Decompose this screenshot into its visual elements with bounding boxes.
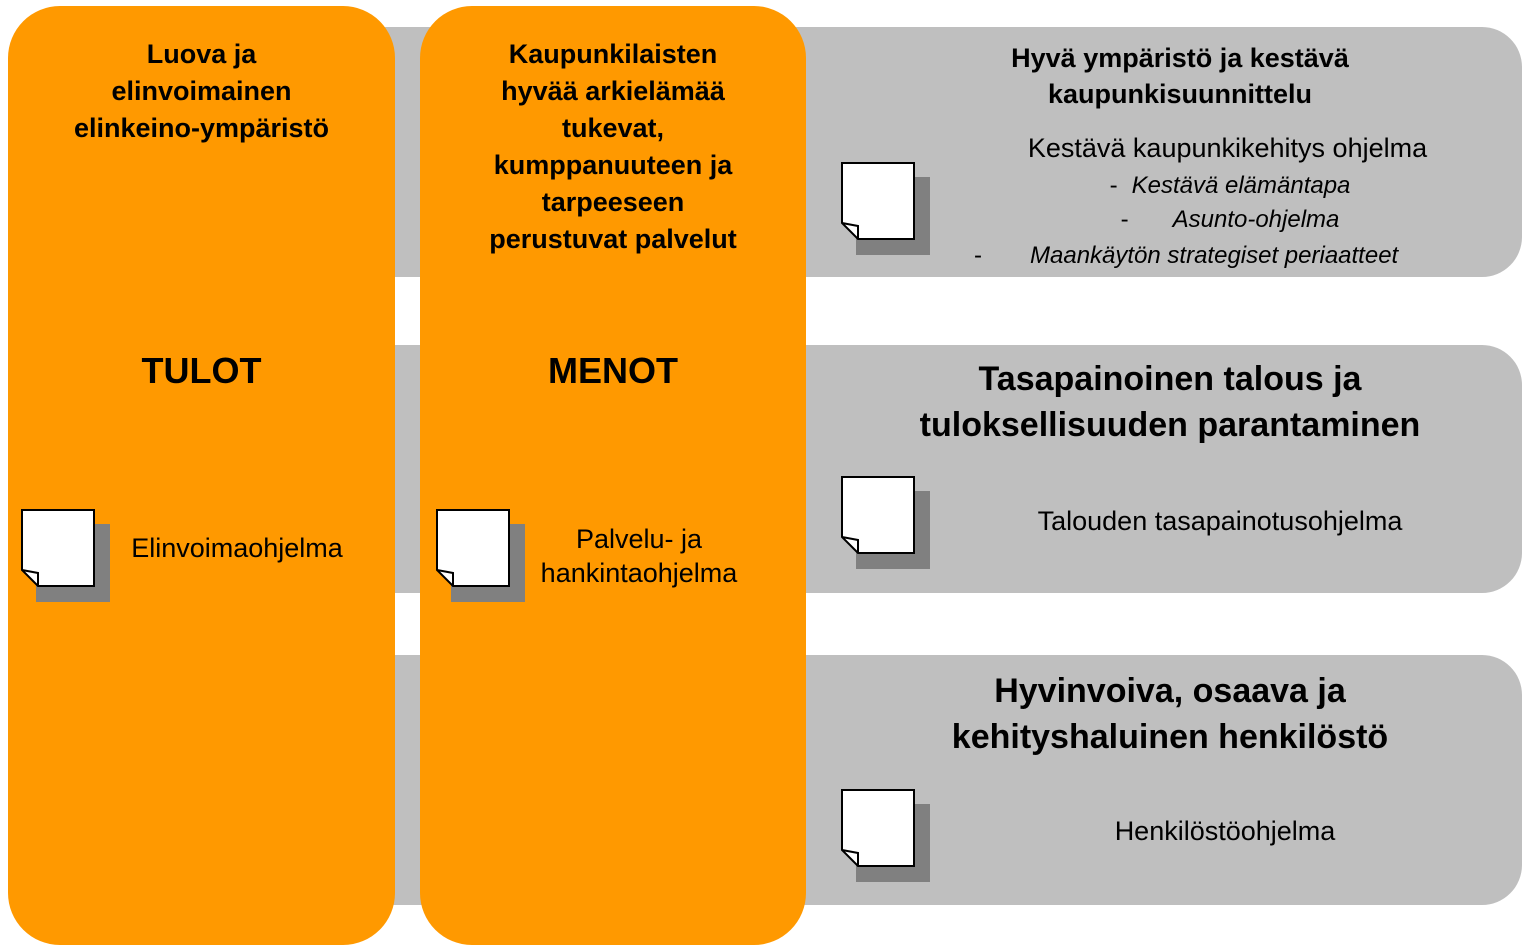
band-1-title-line-2: kaupunkisuunnittelu	[1047, 79, 1312, 109]
document-icon	[436, 509, 525, 602]
band-1-title-line-1: Hyvä ympäristö ja kestävä	[1011, 43, 1349, 73]
document-icon	[841, 162, 930, 255]
document-icon	[21, 509, 110, 602]
document-icon	[841, 476, 930, 569]
sub-bullet-2: -	[1120, 206, 1129, 233]
sub-bullet-3: -	[974, 242, 982, 269]
sub-bullet-1: -	[1109, 172, 1118, 199]
column-2-title-line-3: tukevat,	[561, 113, 665, 143]
band-2-title-line-1: Tasapainoinen talous ja	[978, 360, 1362, 398]
talouden-tasapainotusohjelma-label: Talouden tasapainotusohjelma	[1037, 506, 1403, 536]
band-3-title-line-1: Hyvinvoiva, osaava ja	[994, 672, 1346, 710]
menot-label: MENOT	[548, 350, 678, 391]
band-3-title: Hyvinvoiva, osaava ja kehityshaluinen he…	[860, 668, 1480, 760]
band-3-title-line-2: kehityshaluinen henkilöstö	[951, 718, 1389, 756]
column-1-title-line-1: Luova ja	[146, 39, 257, 69]
elinvoimaohjelma-label: Elinvoimaohjelma	[131, 533, 343, 563]
sub-item-2-text: Asunto-ohjelma	[1172, 206, 1340, 233]
column-1-title-line-3: elinkeino-ympäristö	[73, 113, 330, 143]
column-1-title-line-2: elinvoimainen	[111, 76, 292, 106]
column-menot	[420, 6, 806, 945]
column-2-title-line-4: kumppanuuteen ja	[493, 150, 733, 180]
column-1-title: Luova ja elinvoimainen elinkeino-ympäris…	[8, 36, 395, 147]
sub-item-1-text: Kestävä elämäntapa	[1131, 172, 1351, 199]
column-2-title: Kaupunkilaisten hyvää arkielämää tukevat…	[420, 36, 806, 258]
program-line-2: hankintaohjelma	[540, 558, 738, 588]
band-2-title: Tasapainoinen talous ja tuloksellisuuden…	[860, 356, 1480, 448]
band-2-title-line-2: tuloksellisuuden parantaminen	[919, 406, 1421, 444]
sub-item-3: - Maankäytön strategiset periaatteet	[960, 242, 1495, 270]
program-line-1: Palvelu- ja	[575, 524, 703, 554]
henkilostoohjelma-label: Henkilöstöohjelma	[1114, 816, 1336, 846]
kestava-kaupunkikehitys-label: Kestävä kaupunkikehitys ohjelma	[1027, 133, 1428, 163]
document-icon	[841, 789, 930, 882]
column-tulot	[8, 6, 395, 945]
sub-item-3-text: Maankäytön strategiset periaatteet	[1030, 242, 1399, 269]
band-1-title: Hyvä ympäristö ja kestävä kaupunkisuunni…	[900, 40, 1460, 112]
column-2-title-line-6: perustuvat palvelut	[489, 224, 737, 254]
palvelu-hankintaohjelma-label: Palvelu- ja hankintaohjelma	[514, 522, 764, 590]
sub-item-1: -Kestävä elämäntapa	[1060, 172, 1400, 200]
column-2-title-line-1: Kaupunkilaisten	[508, 39, 718, 69]
sub-item-2: - Asunto-ohjelma	[1060, 206, 1400, 234]
column-2-title-line-2: hyvää arkielämää	[501, 76, 725, 106]
column-2-title-line-5: tarpeeseen	[541, 187, 685, 217]
tulot-label: TULOT	[141, 350, 262, 391]
